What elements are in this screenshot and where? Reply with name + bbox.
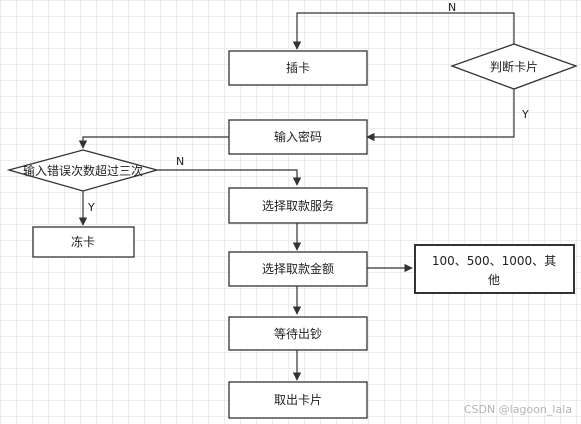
amount-options-box [414, 244, 575, 294]
edge-password-to-wrong [78, 136, 229, 149]
wrong-over-three-label: 输入错误次数超过三次 [23, 163, 143, 178]
amount-options-label-line2: 他 [488, 273, 500, 287]
wait-cash-label: 等待出钞 [274, 326, 322, 341]
amount-options-label-line1: 100、500、1000、其 [432, 254, 556, 268]
edge-judge-to-insert [292, 12, 515, 50]
judge-card-diamond [450, 43, 578, 90]
wrong-over-three-diamond [6, 149, 160, 192]
wait-cash-box [228, 316, 368, 351]
choose-service-label: 选择取款服务 [262, 198, 334, 213]
insert-card-box [228, 50, 368, 86]
judge-yes-label: Y [521, 108, 529, 121]
enter-password-label: 输入密码 [274, 129, 322, 144]
wrong-no-label: N [176, 155, 184, 168]
freeze-card-box [32, 226, 135, 258]
insert-card-label: 插卡 [286, 61, 310, 75]
enter-password-box [228, 119, 368, 155]
edge-wrong-to-service [157, 169, 302, 186]
judge-card-label: 判断卡片 [490, 59, 538, 74]
take-card-label: 取出卡片 [274, 393, 322, 407]
choose-amount-label: 选择取款金额 [262, 261, 334, 276]
edge-judge-to-password [366, 89, 515, 142]
take-card-box [228, 381, 368, 419]
choose-service-box [228, 187, 368, 224]
wrong-yes-label: Y [87, 201, 95, 214]
choose-amount-box [228, 251, 368, 287]
freeze-card-label: 冻卡 [71, 234, 95, 249]
watermark-text: CSDN @lagoon_lala [464, 403, 572, 416]
judge-no-label: N [448, 1, 456, 14]
